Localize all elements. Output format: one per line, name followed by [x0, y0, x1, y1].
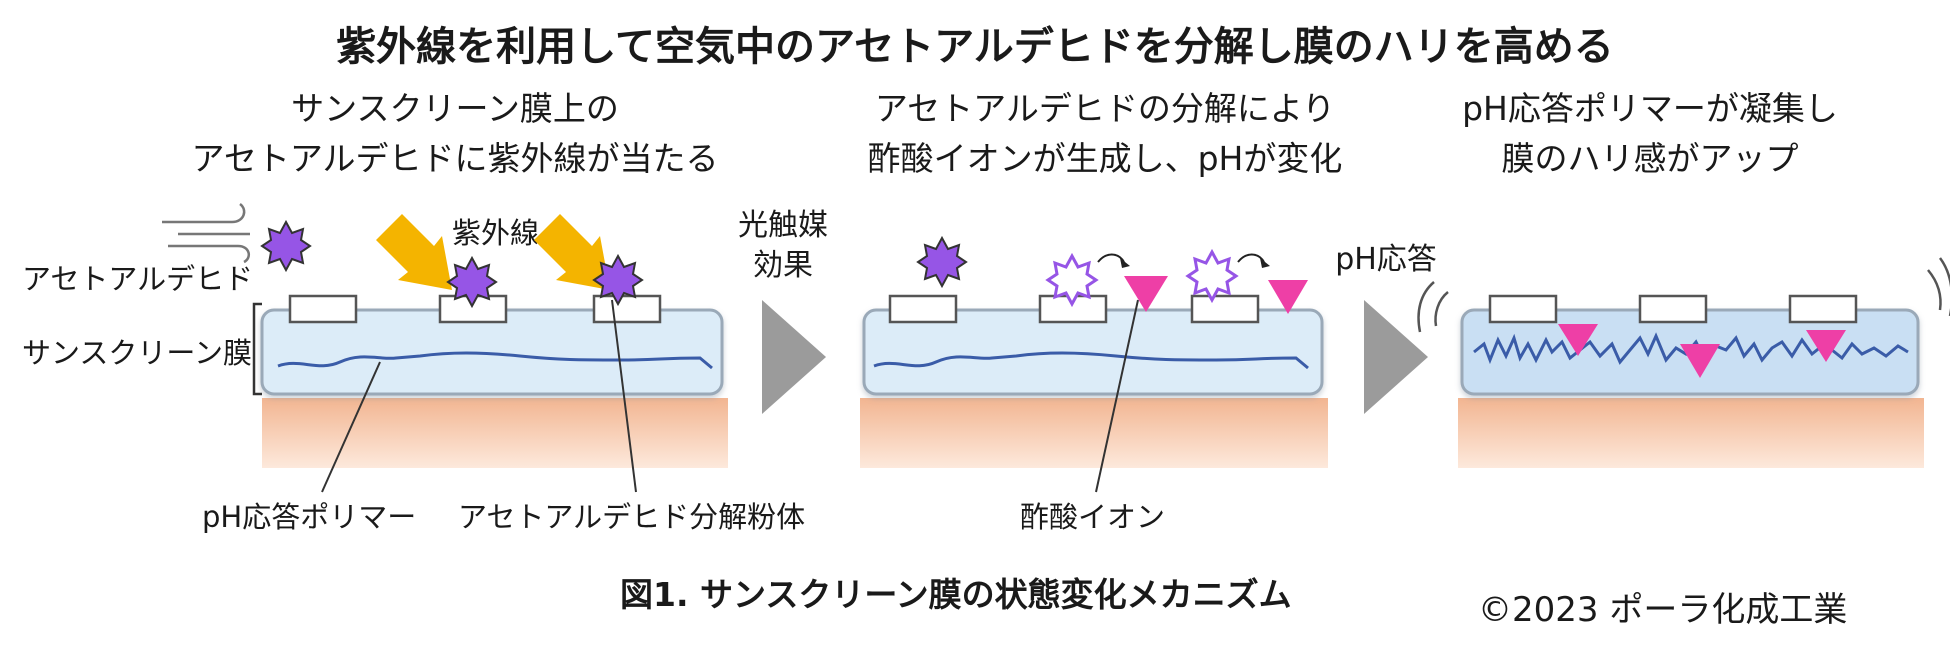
uv-label: 紫外線: [452, 216, 540, 250]
conversion-arrowhead-1: [1120, 258, 1130, 268]
firmness-marks-right: [1927, 257, 1950, 316]
decomposition-powder-label: アセトアルデヒド分解粉体: [458, 500, 806, 534]
acetate-ion-label: 酢酸イオン: [1020, 500, 1166, 534]
film-bracket: [252, 302, 262, 396]
panel-2-heading: アセトアルデヒドの分解により 酢酸イオンが生成し、pHが変化: [840, 84, 1370, 184]
arrow-2-label-line1: pH応答: [1335, 242, 1437, 277]
arrow-1-label-line1: 光触媒: [738, 208, 828, 243]
arrow-1-label: 光触媒 効果: [718, 206, 848, 286]
conversion-arrow-2: [1237, 253, 1265, 263]
flow-arrow-1: [762, 300, 826, 414]
decomposition-powder-3a: [1488, 294, 1558, 324]
flow-arrow-2: [1364, 300, 1428, 414]
acetate-ion-3: [1558, 324, 1598, 356]
panel-1-heading-line1: サンスクリーン膜上の: [291, 89, 619, 128]
figure-caption: 図1. サンスクリーン膜の状態変化メカニズム: [620, 575, 1292, 614]
acetate-ion-2: [1268, 280, 1308, 314]
acetaldehyde-molecule-2: [446, 255, 498, 309]
decomposition-powder-1a: [288, 294, 358, 324]
acetaldehyde-molecule-1: [260, 219, 312, 273]
uv-arrow-2: [534, 214, 610, 290]
leader-acetate-ion: [1095, 299, 1139, 493]
decomposition-powder-2a: [888, 294, 958, 324]
decomposition-powder-3b: [1638, 294, 1708, 324]
uv-arrow-1: [376, 214, 452, 290]
acetaldehyde-molecule-3: [592, 253, 644, 307]
acetaldehyde-molecule-4: [916, 235, 968, 289]
ph-polymer-label: pH応答ポリマー: [202, 500, 417, 534]
conversion-arrowhead-2: [1260, 258, 1270, 268]
panel-2-heading-line2: 酢酸イオンが生成し、pHが変化: [867, 139, 1343, 178]
airflow-icon: [162, 203, 251, 264]
decomposition-powder-2c: [1190, 294, 1260, 324]
decomposition-powder-3c: [1788, 294, 1858, 324]
panel-1-heading: サンスクリーン膜上の アセトアルデヒドに紫外線が当たる: [180, 84, 730, 184]
skin-layer-1: [262, 398, 728, 468]
conversion-arrow-1: [1097, 253, 1125, 263]
acetate-ion-4: [1680, 344, 1720, 378]
leader-ph-polymer: [321, 361, 381, 493]
panel-3-heading-line1: pH応答ポリマーが凝集し: [1462, 89, 1838, 128]
decomposition-powder-1c: [592, 294, 662, 324]
skin-layer-2: [860, 398, 1328, 468]
panel-3-heading: pH応答ポリマーが凝集し 膜のハリ感がアップ: [1430, 84, 1870, 184]
skin-layer-3: [1458, 398, 1924, 468]
decomposed-molecule-1: [1045, 252, 1099, 308]
ph-polymer-chain-2: [873, 351, 1309, 370]
leader-decomp-powder: [611, 299, 637, 493]
diagram-title: 紫外線を利用して空気中のアセトアルデヒドを分解し膜のハリを高める: [336, 24, 1614, 70]
arrow-1-label-line2: 効果: [753, 248, 813, 283]
acetate-ion-5: [1806, 330, 1846, 362]
panel-3-heading-line2: 膜のハリ感がアップ: [1501, 139, 1799, 178]
acetate-ion-1: [1124, 276, 1168, 312]
decomposed-molecule-2: [1185, 248, 1239, 304]
copyright: ©2023 ポーラ化成工業: [1478, 590, 1848, 630]
panel-2-heading-line1: アセトアルデヒドの分解により: [874, 89, 1336, 128]
sunscreen-film-label: サンスクリーン膜: [22, 336, 252, 370]
ph-polymer-chain-1: [277, 351, 713, 370]
arrow-2-label: pH応答: [1316, 240, 1456, 280]
acetaldehyde-label: アセトアルデヒド: [22, 262, 254, 296]
firmness-marks-left: [1417, 281, 1449, 333]
panel-1-heading-line2: アセトアルデヒドに紫外線が当たる: [191, 139, 719, 178]
